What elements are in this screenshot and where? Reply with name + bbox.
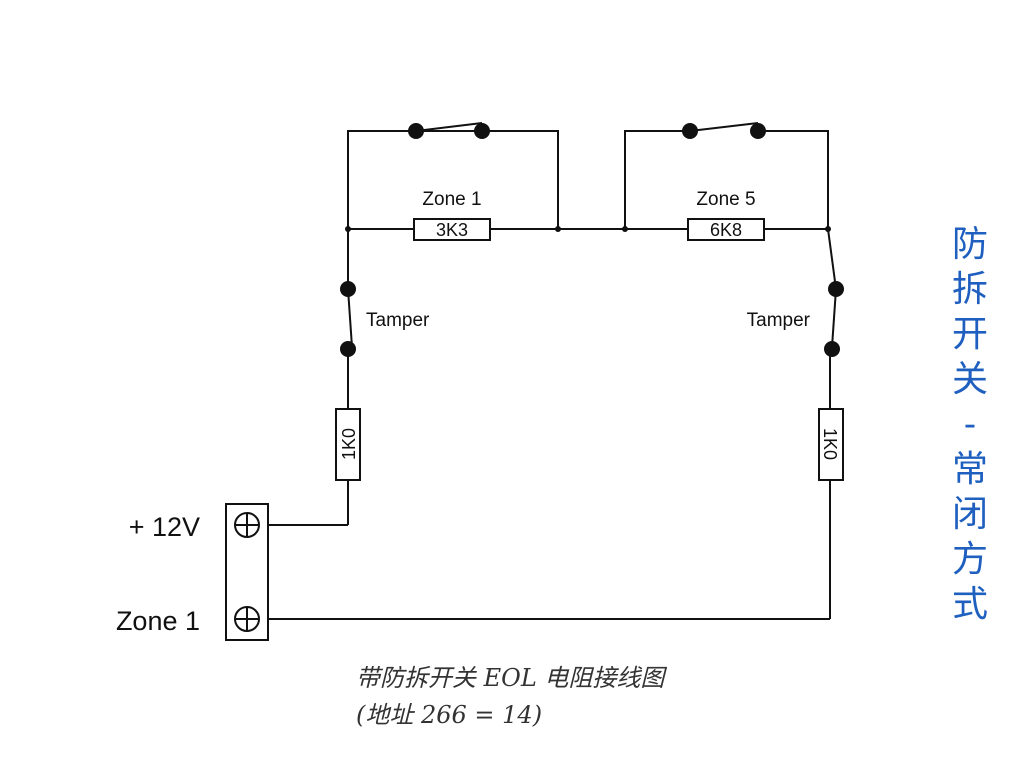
zone-5-label: Zone 5 bbox=[696, 189, 755, 210]
wire-right-loop bbox=[624, 130, 690, 229]
contact-dot bbox=[750, 123, 766, 139]
wire-right-loop-right bbox=[758, 130, 829, 229]
wire-right-vertical-top bbox=[827, 228, 837, 290]
wire-left-loop bbox=[347, 130, 490, 229]
resistor-6k8 bbox=[687, 218, 765, 241]
wiring-diagram-svg: Zone 1 Zone 5 3K3 6K8 Tamper Tamper 1K0 … bbox=[116, 122, 844, 641]
contact-dot bbox=[340, 341, 356, 357]
junction-dot bbox=[825, 226, 831, 232]
caption-line-1: 带防拆开关 EOL 电阻接线图 bbox=[356, 664, 665, 692]
side-title: 防 拆 开 关 - 常 闭 方 式 bbox=[951, 224, 988, 625]
diagram-caption: 带防拆开关 EOL 电阻接线图 (地址 266 = 14) bbox=[356, 660, 664, 734]
contact-dot bbox=[340, 281, 356, 297]
junction-dot bbox=[345, 226, 351, 232]
resistor-6k8-label: 6K8 bbox=[710, 220, 742, 240]
wire-left-loop-right bbox=[490, 130, 559, 229]
resistor-1k0-left-label: 1K0 bbox=[339, 428, 359, 460]
resistor-1k0-right-label: 1K0 bbox=[820, 428, 840, 460]
resistor-3k3-label: 3K3 bbox=[436, 220, 468, 240]
contact-dot bbox=[824, 341, 840, 357]
junction-dot bbox=[555, 226, 561, 232]
tamper-right-blade bbox=[831, 288, 837, 348]
resistor-3k3 bbox=[413, 218, 491, 241]
contact-dot bbox=[828, 281, 844, 297]
resistor-1k0-right bbox=[818, 408, 844, 481]
switch-left-blade bbox=[415, 122, 483, 132]
contact-dot bbox=[682, 123, 698, 139]
tamper-right-label: Tamper bbox=[747, 310, 811, 331]
switch-right-blade bbox=[689, 122, 759, 132]
tamper-left-label: Tamper bbox=[366, 310, 430, 331]
terminal-12v-label: + 12V bbox=[129, 512, 200, 542]
zone-1-label: Zone 1 bbox=[422, 189, 481, 210]
wiring-diagram: Zone 1 Zone 5 3K3 6K8 Tamper Tamper 1K0 … bbox=[70, 70, 860, 650]
junction-dot bbox=[622, 226, 628, 232]
tamper-left-blade bbox=[347, 288, 353, 348]
contact-dot bbox=[474, 123, 490, 139]
contact-dot bbox=[408, 123, 424, 139]
terminal-zone-label: Zone 1 bbox=[116, 606, 200, 636]
resistor-1k0-left bbox=[335, 408, 361, 481]
caption-line-2: (地址 266 = 14) bbox=[356, 701, 543, 729]
